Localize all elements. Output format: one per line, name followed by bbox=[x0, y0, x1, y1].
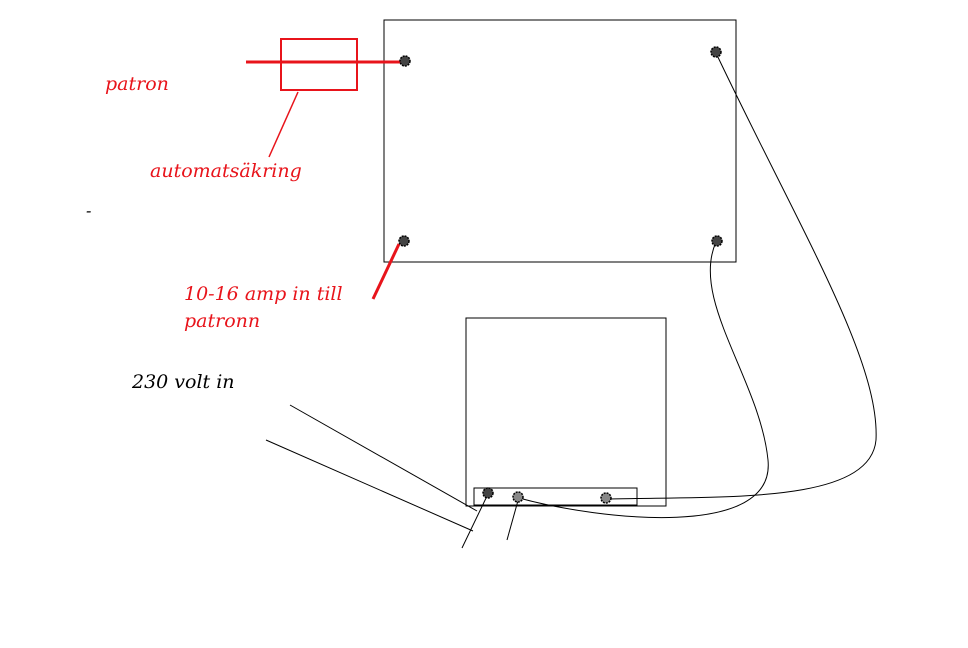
wire-bottom-right bbox=[518, 241, 769, 519]
mains-line-1 bbox=[289, 404, 478, 512]
terminal-top-left bbox=[399, 55, 411, 67]
mains-line-2 bbox=[265, 439, 474, 532]
terminal-strip bbox=[473, 487, 638, 506]
fuse-leader bbox=[268, 91, 299, 158]
label-automatsakring: automatsäkring bbox=[150, 160, 302, 182]
label-amp-line-2: patronn bbox=[184, 310, 260, 332]
mains-drop-2 bbox=[506, 496, 520, 541]
label-amp-line-1: 10-16 amp in till bbox=[184, 283, 343, 305]
amp-wire bbox=[371, 243, 401, 300]
label-dash: - bbox=[86, 201, 91, 220]
lower-box bbox=[465, 317, 667, 507]
label-patron: patron bbox=[105, 73, 169, 95]
terminal-bottom-right bbox=[711, 235, 723, 247]
strip-terminal-1 bbox=[482, 487, 494, 499]
strip-terminal-2 bbox=[512, 491, 524, 503]
mains-drop-1 bbox=[461, 493, 489, 549]
label-230-volt: 230 volt in bbox=[131, 371, 235, 393]
upper-box bbox=[383, 19, 737, 263]
wire-top-right bbox=[605, 52, 877, 500]
terminal-bottom-left bbox=[398, 235, 410, 247]
terminal-top-right bbox=[710, 46, 722, 58]
strip-terminal-3 bbox=[600, 492, 612, 504]
fuse-box bbox=[280, 38, 358, 91]
